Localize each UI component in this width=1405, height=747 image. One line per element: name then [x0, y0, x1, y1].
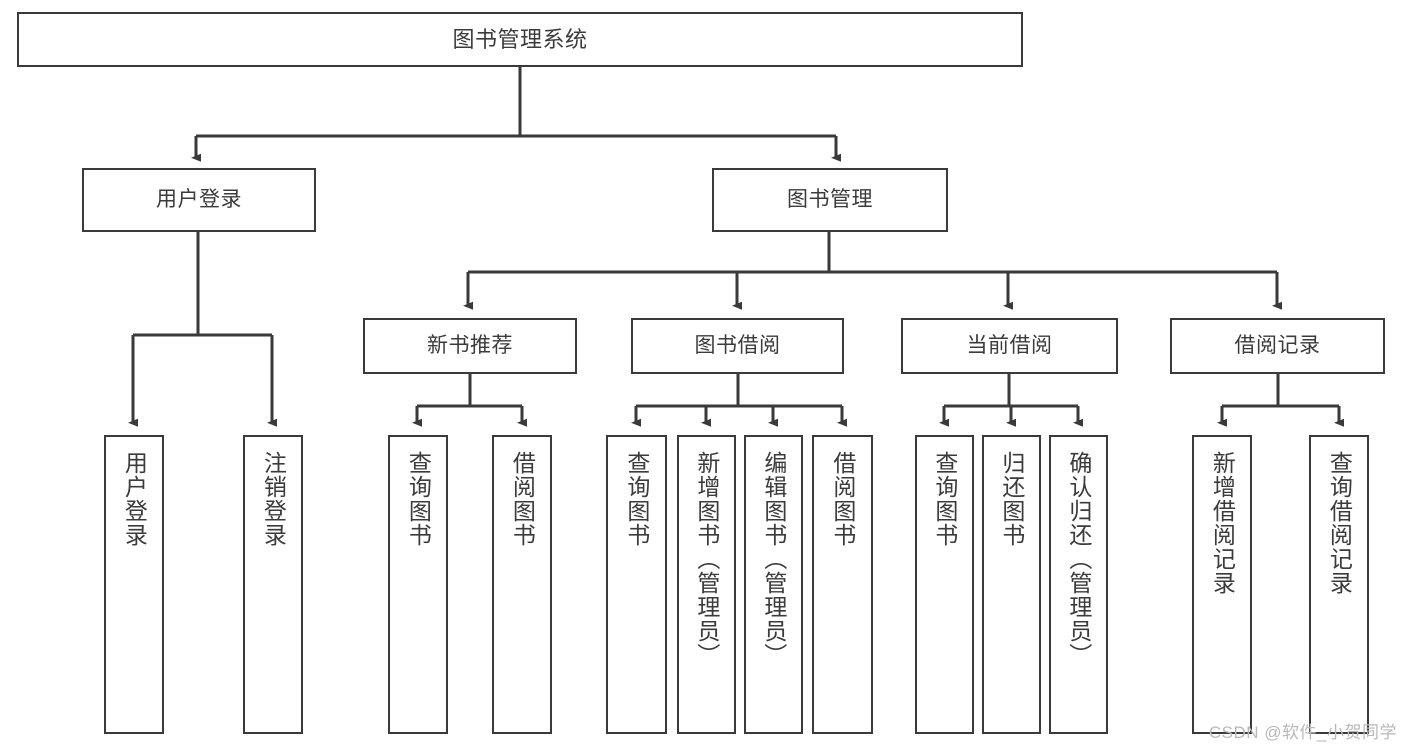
node-label: 用户登录: [121, 451, 148, 547]
node-label: 图书管理系统: [452, 26, 588, 52]
node-label: 查询图书: [405, 451, 432, 547]
node-leaf-borrow-book-2[interactable]: 借阅图书: [812, 435, 873, 734]
node-leaf-user-logout[interactable]: 注销登录: [243, 435, 303, 734]
node-current-borrow[interactable]: 当前借阅: [901, 318, 1118, 374]
node-label: 图书借阅: [694, 333, 781, 357]
node-label: 新增图书（管理员）: [693, 451, 720, 667]
node-borrow-record[interactable]: 借阅记录: [1170, 318, 1385, 374]
node-label: 用户登录: [156, 187, 242, 211]
node-label: 归还图书: [998, 451, 1025, 547]
node-leaf-add-record[interactable]: 新增借阅记录: [1192, 435, 1252, 734]
node-leaf-query-record[interactable]: 查询借阅记录: [1309, 435, 1369, 734]
node-label: 图书管理: [787, 187, 873, 211]
node-leaf-query-book-3[interactable]: 查询图书: [915, 435, 974, 734]
node-label: 查询图书: [623, 451, 650, 547]
node-root-system[interactable]: 图书管理系统: [17, 12, 1023, 67]
node-user-login[interactable]: 用户登录: [82, 168, 316, 232]
csdn-watermark: CSDN @软件_小贺同学: [1208, 723, 1397, 742]
node-label: 确认归还（管理员）: [1065, 451, 1092, 667]
node-leaf-query-book-2[interactable]: 查询图书: [606, 435, 667, 734]
node-label: 查询图书: [931, 451, 958, 547]
node-label: 注销登录: [260, 451, 287, 547]
node-book-borrow[interactable]: 图书借阅: [631, 318, 844, 374]
node-leaf-user-login[interactable]: 用户登录: [104, 435, 164, 734]
node-leaf-return-book[interactable]: 归还图书: [982, 435, 1041, 734]
node-label: 新书推荐: [427, 333, 513, 357]
node-label: 查询借阅记录: [1326, 451, 1353, 595]
node-label: 借阅记录: [1234, 333, 1321, 357]
node-label: 借阅图书: [829, 451, 856, 547]
node-new-book-rec[interactable]: 新书推荐: [363, 318, 577, 374]
node-label: 新增借阅记录: [1209, 451, 1236, 595]
node-label: 编辑图书（管理员）: [760, 451, 787, 667]
node-book-manage[interactable]: 图书管理: [712, 168, 948, 232]
node-leaf-borrow-book-1[interactable]: 借阅图书: [492, 435, 552, 734]
node-label: 借阅图书: [509, 451, 536, 547]
node-leaf-edit-book[interactable]: 编辑图书（管理员）: [744, 435, 803, 734]
node-label: 当前借阅: [966, 333, 1053, 357]
node-leaf-confirm-return[interactable]: 确认归还（管理员）: [1049, 435, 1108, 734]
node-leaf-query-book-1[interactable]: 查询图书: [388, 435, 448, 734]
node-leaf-add-book[interactable]: 新增图书（管理员）: [677, 435, 736, 734]
